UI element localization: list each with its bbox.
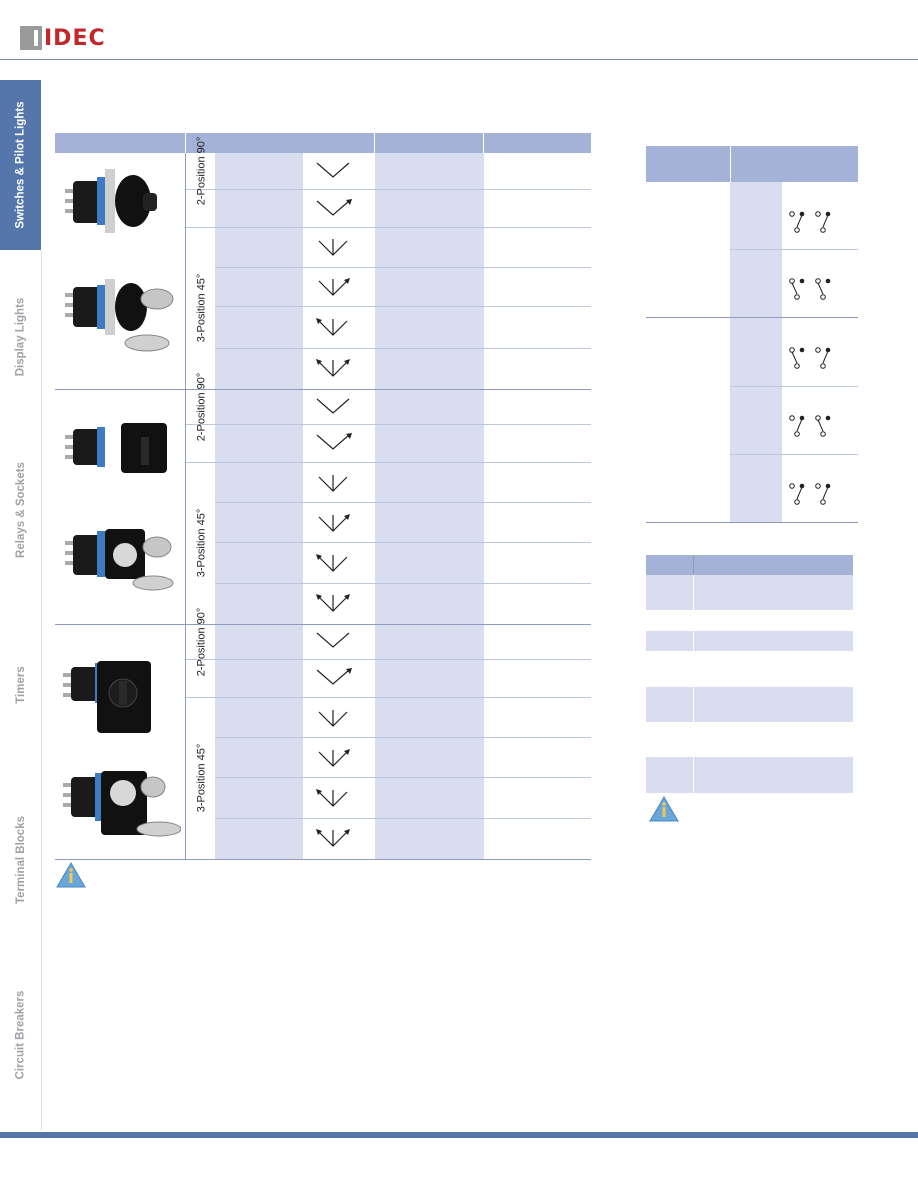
shaded-column — [215, 153, 303, 859]
three-position-both-arrows-icon — [316, 359, 350, 377]
position-label: 2-Position 90° — [195, 372, 208, 441]
row-divider — [730, 454, 858, 455]
contact-diagram-icon — [789, 415, 831, 437]
row-divider — [186, 462, 591, 463]
row-divider — [215, 818, 591, 819]
group-divider — [55, 389, 591, 390]
round-selector-switch-photo — [65, 169, 174, 352]
row-divider — [730, 386, 858, 387]
info-icon[interactable] — [649, 796, 679, 822]
position-label: 3-Position 45° — [195, 743, 208, 813]
sidebar-item-label: Relays & Sockets — [14, 462, 27, 558]
table-row — [646, 575, 853, 610]
group-divider — [55, 624, 591, 625]
three-position-right-arrow-icon — [318, 278, 350, 296]
three-position-icon — [318, 710, 348, 727]
row-divider — [215, 542, 591, 543]
header-cell — [375, 133, 484, 153]
square-selector-switch-photo — [65, 423, 174, 591]
three-position-icon — [318, 475, 348, 492]
contact-diagram-icon — [789, 483, 831, 505]
shaded-column — [375, 153, 484, 859]
row-divider — [215, 583, 591, 584]
table-bottom-rule — [55, 859, 591, 860]
position-label: 2-Position 90° — [195, 607, 208, 676]
sidebar-item-label: Circuit Breakers — [14, 990, 27, 1080]
three-position-both-arrows-icon — [316, 594, 350, 612]
info-icon[interactable] — [56, 862, 86, 888]
sidebar-item-circuit-breakers[interactable]: Circuit Breakers — [0, 960, 41, 1110]
header-divider — [730, 146, 731, 182]
three-position-left-arrow-icon — [316, 318, 348, 336]
column-divider — [185, 153, 186, 859]
two-position-right-arrow-icon — [316, 433, 352, 450]
logo-mark-icon — [20, 26, 42, 50]
sidebar-active-bg — [0, 80, 41, 250]
row-divider — [215, 502, 591, 503]
idec-logo[interactable]: IDEC — [20, 25, 106, 51]
three-position-icon — [318, 239, 348, 256]
contact-diagram-icon — [789, 211, 831, 233]
sidebar-item-display-lights[interactable]: Display Lights — [0, 262, 41, 412]
sidebar-item-switches-pilot-lights[interactable]: Switches & Pilot Lights — [0, 80, 41, 250]
sidebar-item-terminal-blocks[interactable]: Terminal Blocks — [0, 790, 41, 930]
row-divider — [186, 697, 591, 698]
sidebar-item-label: Switches & Pilot Lights — [14, 101, 27, 229]
sidebar-item-relays-sockets[interactable]: Relays & Sockets — [0, 430, 41, 590]
sidebar-item-label: Timers — [14, 666, 27, 704]
footer-bar — [0, 1132, 918, 1138]
position-label: 3-Position 45° — [195, 273, 208, 343]
table-header — [646, 555, 853, 575]
three-position-right-arrow-icon — [318, 514, 350, 532]
row-divider — [215, 267, 591, 268]
table-row — [646, 757, 853, 793]
row-divider — [186, 227, 591, 228]
row-divider — [186, 659, 591, 660]
logo-text: IDEC — [44, 25, 106, 51]
group-divider — [646, 317, 858, 318]
three-position-both-arrows-icon — [316, 829, 350, 847]
row-divider — [215, 306, 591, 307]
two-position-icon — [316, 398, 350, 414]
row-divider — [215, 777, 591, 778]
sidebar-item-label: Display Lights — [14, 297, 27, 377]
table-row — [646, 687, 853, 722]
row-divider — [215, 737, 591, 738]
two-position-right-arrow-icon — [316, 199, 352, 216]
three-position-left-arrow-icon — [316, 789, 348, 807]
position-label: 3-Position 45° — [195, 508, 208, 578]
header-cell — [484, 133, 590, 153]
sidebar-item-label: Terminal Blocks — [14, 816, 27, 904]
sidebar-item-timers[interactable]: Timers — [0, 630, 41, 740]
two-position-icon — [316, 162, 350, 178]
three-position-right-arrow-icon — [318, 749, 350, 767]
table-header — [646, 146, 858, 182]
table-header — [55, 133, 591, 153]
row-divider — [186, 424, 591, 425]
two-position-icon — [316, 632, 350, 648]
shaded-column — [730, 182, 782, 522]
rectangular-selector-switch-photo — [63, 661, 181, 837]
contact-diagram-icon — [789, 278, 831, 300]
table-row — [646, 631, 853, 651]
two-position-right-arrow-icon — [316, 668, 352, 685]
row-divider — [730, 249, 858, 250]
three-position-left-arrow-icon — [316, 554, 348, 572]
sidebar-divider — [41, 250, 42, 1130]
contact-diagram-icon — [789, 347, 831, 369]
position-label: 2-Position 90° — [195, 136, 208, 206]
header-rule — [0, 59, 918, 60]
row-divider — [215, 348, 591, 349]
header-cell — [55, 133, 186, 153]
row-divider — [186, 189, 591, 190]
column-divider-inner — [693, 575, 694, 793]
table-bottom-rule — [646, 522, 858, 523]
header-cell — [186, 133, 375, 153]
